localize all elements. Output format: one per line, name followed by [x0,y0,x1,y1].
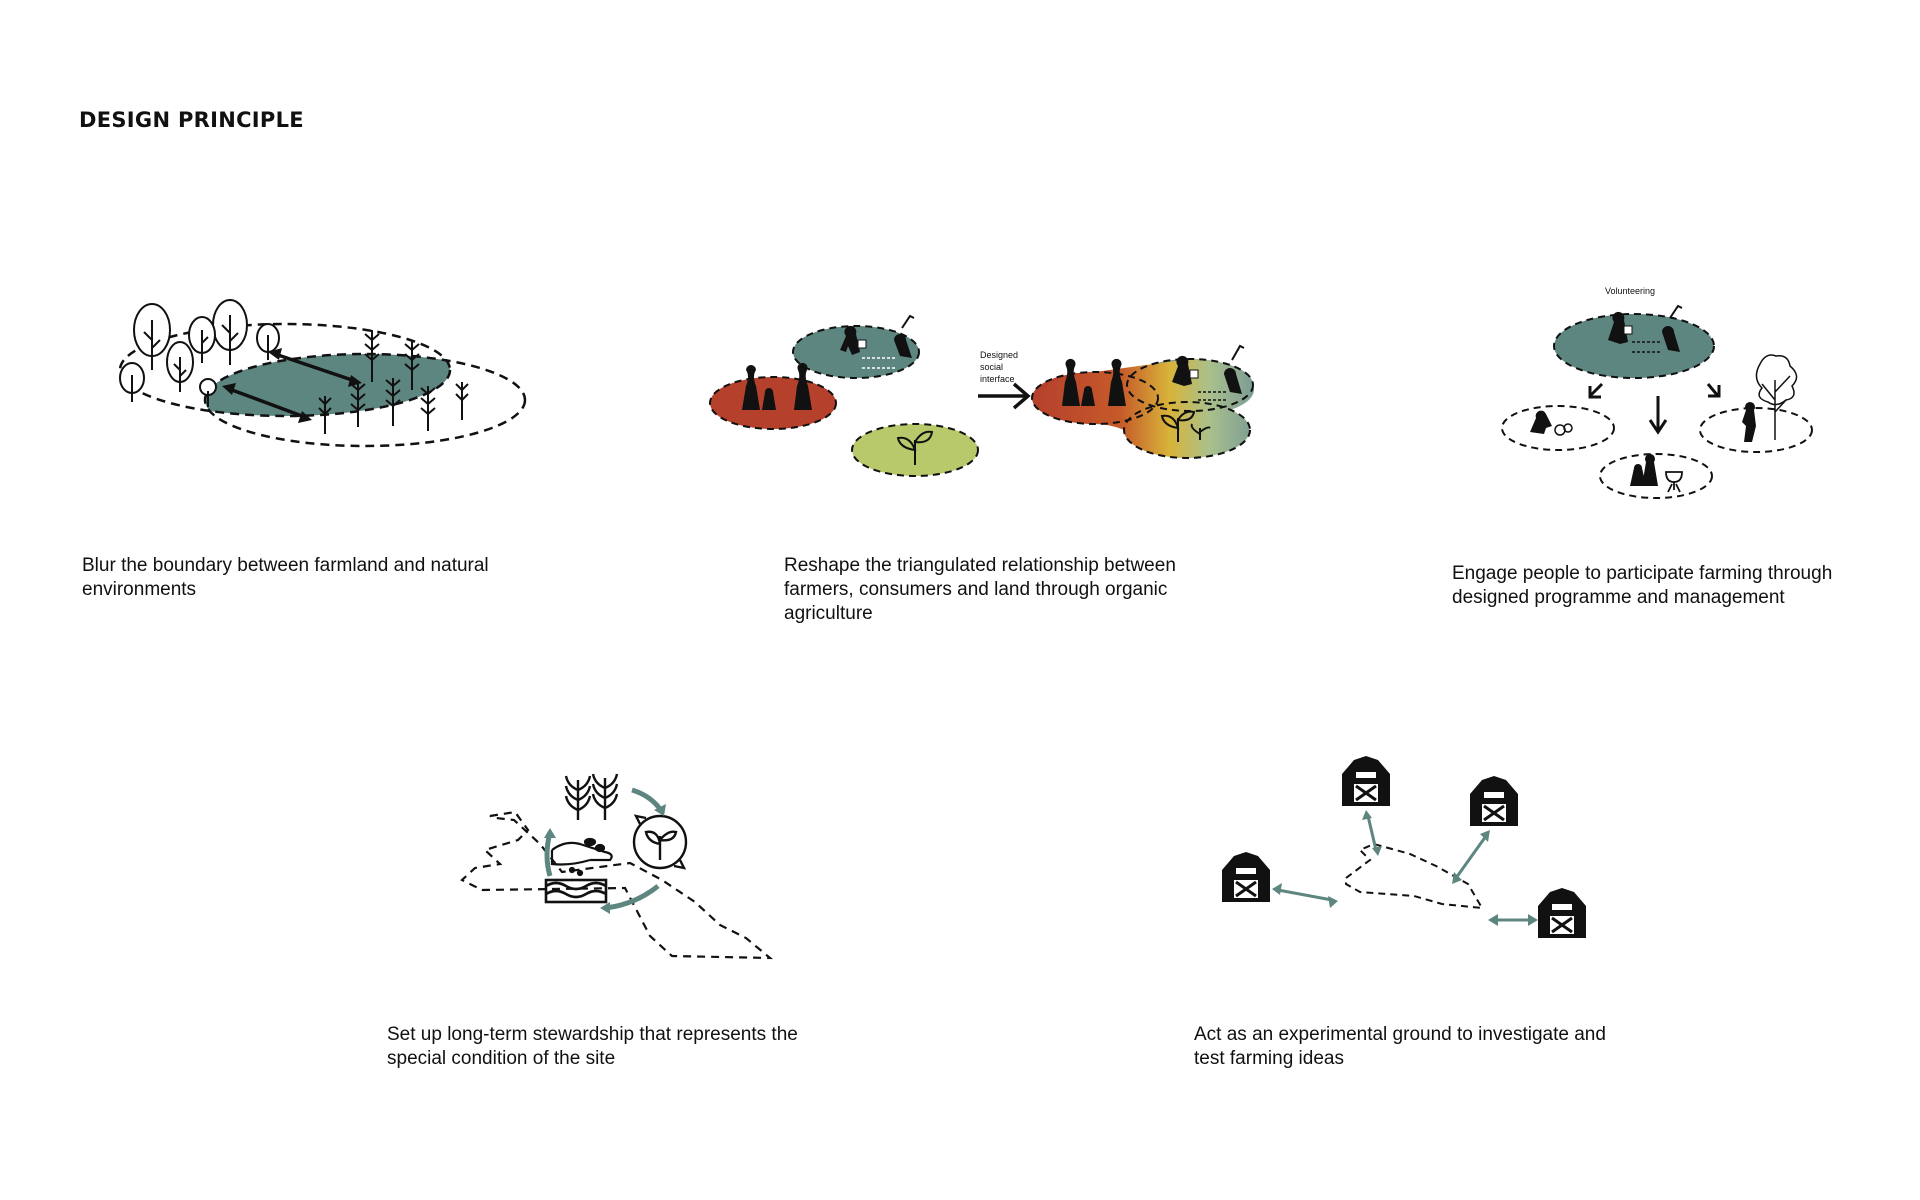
tree-icon [1755,354,1798,440]
tree-icon [133,303,171,370]
volunteering-programme-diagram: Volunteering [1501,286,1813,499]
caption-long-term-stewardship: Set up long-term stewardship that repres… [387,1024,798,1069]
farm-zone [203,352,527,448]
barn-icon [1222,852,1270,902]
caption-experimental-ground: Act as an experimental ground to investi… [1194,1024,1606,1069]
family-icon [1630,454,1658,486]
recycle-leaf-icon [632,814,688,870]
crop-row-icon [1632,341,1662,353]
page-title: DESIGN PRINCIPLE [79,108,304,132]
barn-icon [1470,776,1518,826]
overlap-zone [205,354,450,416]
caption-blur-boundary: Blur the boundary between farmland and n… [82,555,489,600]
triangulated-relationship-diagram: Designed social interface [709,314,1254,477]
sprout-icon [1160,410,1211,442]
double-arrow-icon-group [1272,810,1538,926]
wheat-icon [564,773,619,820]
barn-icon-group [1222,756,1586,938]
volunteering-label: Volunteering [1605,286,1655,296]
farmland-nature-blur-diagram [118,299,527,448]
wheat-icon-group [318,330,469,434]
crop-row-icon [862,357,896,369]
tree-icon-group [119,299,280,407]
water-waves-icon [544,878,608,904]
site-outline [1345,842,1484,910]
tree-icon [188,316,216,363]
stewardship-cycle-diagram [460,773,774,960]
tree-icon [119,362,145,402]
double-arrow-icon [222,348,362,423]
designed-social-interface-label: Designed social interface [980,350,1021,384]
experimental-barns-diagram [1222,756,1586,938]
sprout-icon [896,430,934,465]
merged-zones [1031,358,1254,459]
picnic-zone [1599,453,1713,499]
people-icon [742,362,812,410]
site-outline [460,810,774,960]
gardening-zone [1501,405,1615,451]
farmer-icon [1608,304,1683,352]
barn-icon [1342,756,1390,806]
cycle-arrow-icon [544,787,666,914]
caption-engage-people: Engage people to participate farming thr… [1452,563,1833,608]
person-icon [1742,402,1756,442]
barn-icon [1538,888,1586,938]
bbq-grill-icon [1665,471,1683,493]
farmer-icon [1172,344,1245,394]
people-icon [1062,358,1126,406]
hand-seed-icon [550,837,613,877]
right-arrow-icon [978,382,1031,410]
tree-icon [199,378,217,407]
tree-icon [212,299,248,365]
caption-triangulated-relationship: Reshape the triangulated relationship be… [784,555,1176,624]
arrow-icon-group [1588,382,1721,435]
farmer-icon [840,314,915,358]
crop-row-icon [1198,391,1228,401]
gardener-icon [1530,410,1573,436]
nature-walk-zone [1699,407,1813,453]
volunteering-hub-zone [1553,313,1715,379]
nature-zone [118,322,452,418]
tree-icon [166,341,194,392]
